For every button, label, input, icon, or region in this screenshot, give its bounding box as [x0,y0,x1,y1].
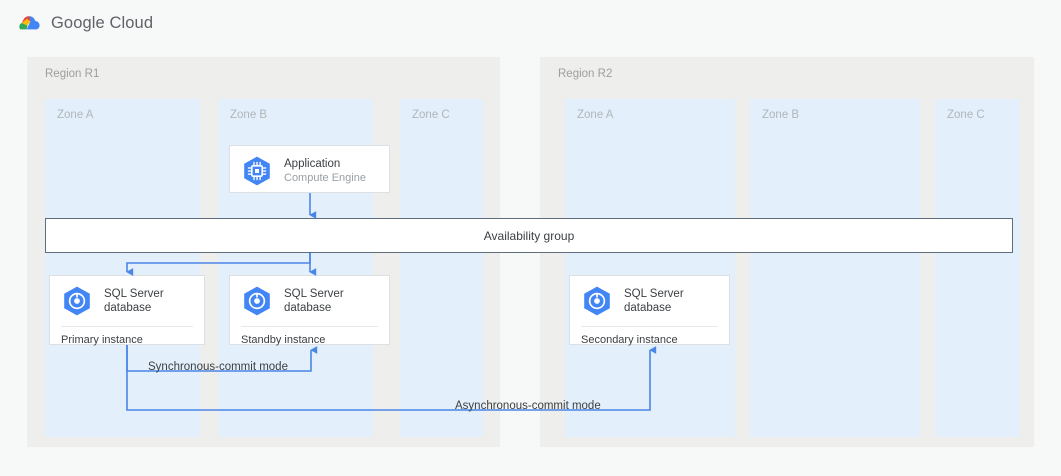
primary-title-line1: SQL Server [104,287,164,300]
standby-title-line1: SQL Server [284,287,344,300]
application-card-text: Application Compute Engine [284,157,366,185]
region-label-r1: Region R1 [45,68,100,80]
compute-engine-hexagon-icon [244,156,270,186]
google-cloud-logo-icon [19,16,40,30]
secondary-title-line2: database [624,302,672,314]
page-header: Google Cloud [0,0,1061,47]
connector-label-synchronous-commit: Synchronous-commit mode [148,361,288,373]
standby-card-content: SQL Server database [230,276,389,326]
sql-database-hexagon-icon [64,286,90,316]
standby-title-line2: database [284,302,332,314]
secondary-card-divider [581,326,718,327]
zone-panel-r1-zone-a: Zone A [45,99,200,437]
brand-google: Google [51,13,105,32]
application-subtitle: Compute Engine [284,172,366,184]
primary-card-content: SQL Server database [50,276,204,326]
availability-group-label: Availability group [483,228,575,243]
primary-title-line2: database [104,302,152,314]
zone-label-r2-zone-c: Zone C [947,109,985,121]
zone-label-r1-zone-c: Zone C [412,109,450,121]
region-label-r2: Region R2 [558,68,613,80]
zone-label-r1-zone-b: Zone B [230,109,268,121]
diagram-canvas: Region R1 Zone A Zone B Zone C Region R2… [0,47,1061,476]
google-cloud-logo: Google Cloud [16,10,153,36]
sql-database-hexagon-icon [244,286,270,316]
standby-card-text: SQL Server database [284,287,344,316]
zone-panel-r2-zone-c: Zone C [935,99,1020,437]
secondary-card-text: SQL Server database [624,287,684,316]
availability-group-bar[interactable]: Availability group [45,218,1013,253]
application-card-content: Application Compute Engine [230,146,389,196]
primary-card-divider [61,326,193,327]
standby-instance-label: Standby instance [241,334,326,346]
application-title: Application [284,158,341,170]
primary-card-text: SQL Server database [104,287,164,316]
zone-panel-r2-zone-a: Zone A [565,99,735,437]
zone-label-r1-zone-a: Zone A [57,109,94,121]
zone-panel-r1-zone-c: Zone C [400,99,483,437]
brand-text: Google Cloud [51,14,153,33]
connector-label-asynchronous-commit: Asynchronous-commit mode [455,400,601,412]
zone-label-r2-zone-b: Zone B [762,109,800,121]
node-card-secondary-database[interactable]: SQL Server database Secondary instance [569,275,730,346]
standby-card-divider [241,326,378,327]
node-card-application[interactable]: Application Compute Engine [229,145,390,193]
secondary-title-line1: SQL Server [624,287,684,300]
secondary-instance-label: Secondary instance [581,334,678,346]
primary-instance-label: Primary instance [61,334,143,346]
secondary-card-content: SQL Server database [570,276,729,326]
node-card-primary-database[interactable]: SQL Server database Primary instance [49,275,205,346]
node-card-standby-database[interactable]: SQL Server database Standby instance [229,275,390,346]
zone-panel-r2-zone-b: Zone B [750,99,920,437]
zone-label-r2-zone-a: Zone A [577,109,614,121]
brand-cloud: Cloud [109,13,154,32]
sql-database-hexagon-icon [584,286,610,316]
